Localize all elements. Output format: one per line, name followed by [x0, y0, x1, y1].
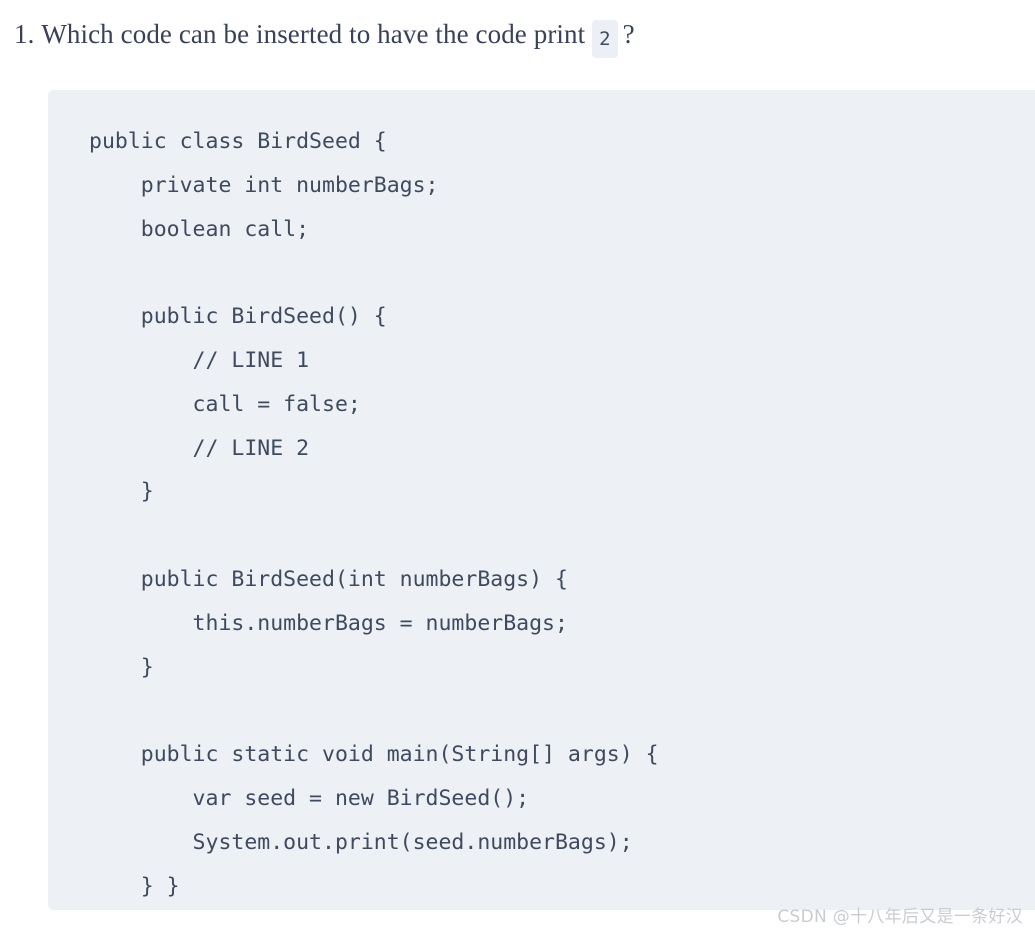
question-text [34, 14, 41, 54]
inline-code-badge: 2 [592, 20, 618, 58]
question-text-before-code: Which code can be inserted to have the c… [41, 19, 586, 49]
question-number: 1. [14, 19, 35, 49]
code-content: public class BirdSeed { private int numb… [89, 129, 659, 899]
question-text-after-code: ? [622, 19, 635, 49]
question-heading: 1. Which code can be inserted to have th… [14, 14, 1035, 58]
csdn-watermark: CSDN @十八年后又是一条好汉 [777, 907, 1023, 927]
spacer [585, 14, 592, 54]
code-block[interactable]: public class BirdSeed { private int numb… [48, 90, 1035, 910]
